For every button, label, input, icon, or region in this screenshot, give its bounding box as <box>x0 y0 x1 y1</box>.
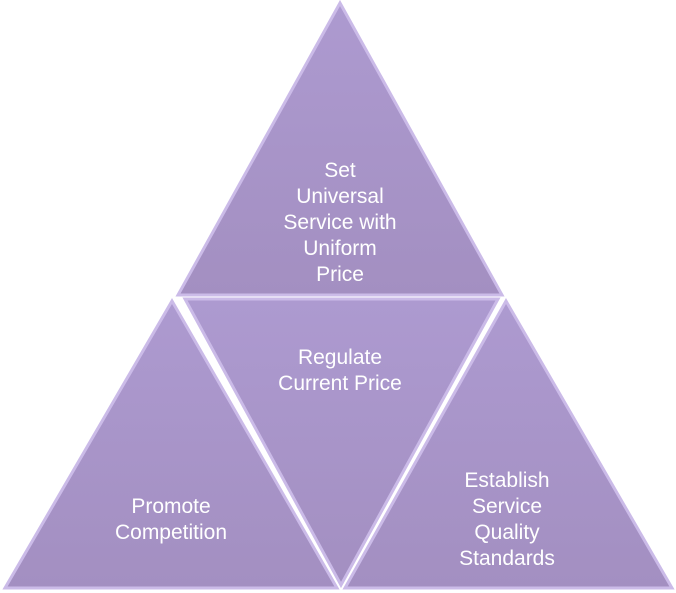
top-triangle-label: Set Universal Service with Uniform Price <box>283 158 396 288</box>
triangle-right <box>342 297 675 590</box>
label-line: Current Price <box>278 372 402 395</box>
triangle-left <box>2 298 340 590</box>
left-triangle-label: Promote Competition <box>115 494 227 546</box>
label-line: Universal <box>296 185 384 208</box>
label-line: Service with <box>283 211 397 234</box>
label-line: Uniform <box>303 237 377 260</box>
triangle-top <box>175 0 505 297</box>
label-line: Competition <box>114 521 228 544</box>
label-line: Price <box>316 263 364 286</box>
label-line: Set <box>324 159 356 182</box>
label-line: Service <box>471 495 543 518</box>
triangle-center <box>182 297 501 589</box>
label-line: Standards <box>459 547 555 570</box>
label-line: Quality <box>474 521 540 544</box>
label-line: Promote <box>131 495 211 518</box>
label-line: Regulate <box>297 346 383 369</box>
center-triangle-label: Regulate Current Price <box>278 345 402 397</box>
label-line: Establish <box>464 469 550 492</box>
right-triangle-label: Establish Service Quality Standards <box>459 468 555 572</box>
